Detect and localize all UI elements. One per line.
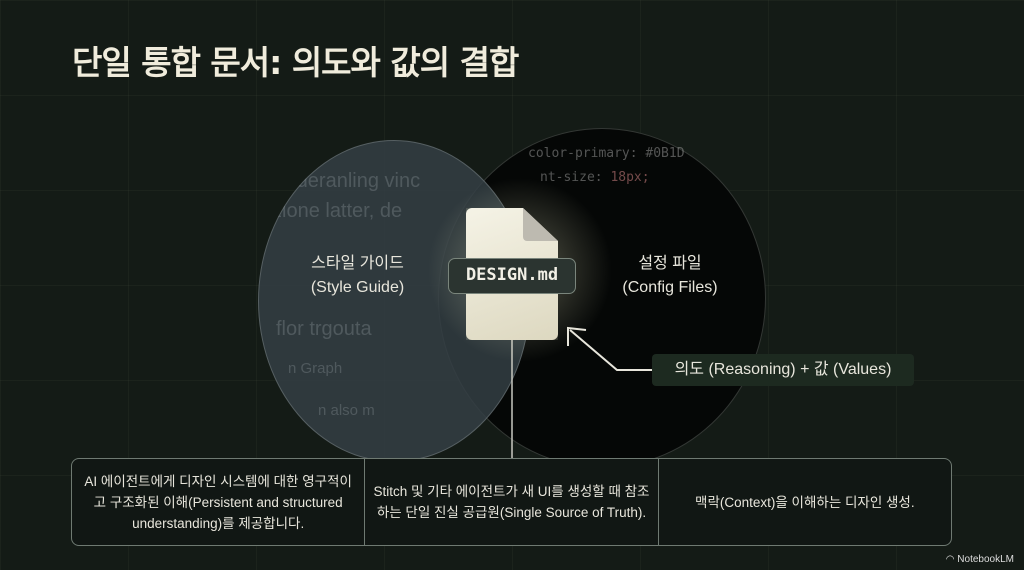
code-line: nt-size: 18px; — [540, 170, 650, 185]
bg-text: n Graph — [288, 360, 343, 377]
code-line: color-primary: #0B1D — [528, 146, 685, 161]
benefit-cell: Stitch 및 기타 에이전트가 새 UI를 생성할 때 참조하는 단일 진실… — [364, 459, 657, 545]
notebooklm-logo-icon: ◠ — [945, 554, 958, 565]
benefits-table: AI 에이전트에게 디자인 시스템에 대한 영구적이고 구조화된 이해(Pers… — [71, 458, 952, 546]
file-name-badge: DESIGN.md — [448, 258, 576, 294]
reasoning-values-callout: 의도 (Reasoning) + 값 (Values) — [652, 354, 914, 386]
bg-text: zione latter, de — [272, 200, 403, 222]
style-guide-label: 스타일 가이드(Style Guide) — [310, 255, 405, 296]
bg-text: n also m — [318, 402, 375, 419]
benefit-cell: 맥락(Context)을 이해하는 디자인 생성. — [657, 459, 951, 545]
page-title: 단일 통합 문서: 의도와 값의 결합 — [72, 43, 519, 82]
arrow-head-icon — [567, 326, 587, 346]
benefit-cell: AI 에이전트에게 디자인 시스템에 대한 영구적이고 구조화된 이해(Pers… — [84, 473, 352, 531]
bg-text: u deranling vinc — [280, 170, 421, 192]
style-guide-background-text: u deranling vinc zione latter, de flor t… — [258, 140, 530, 462]
config-files-label: 설정 파일(Config Files) — [622, 255, 718, 296]
notebooklm-branding: ◠ NotebookLM — [945, 554, 1014, 565]
bg-text: flor trgouta — [276, 318, 372, 340]
arrow-line — [569, 329, 652, 371]
